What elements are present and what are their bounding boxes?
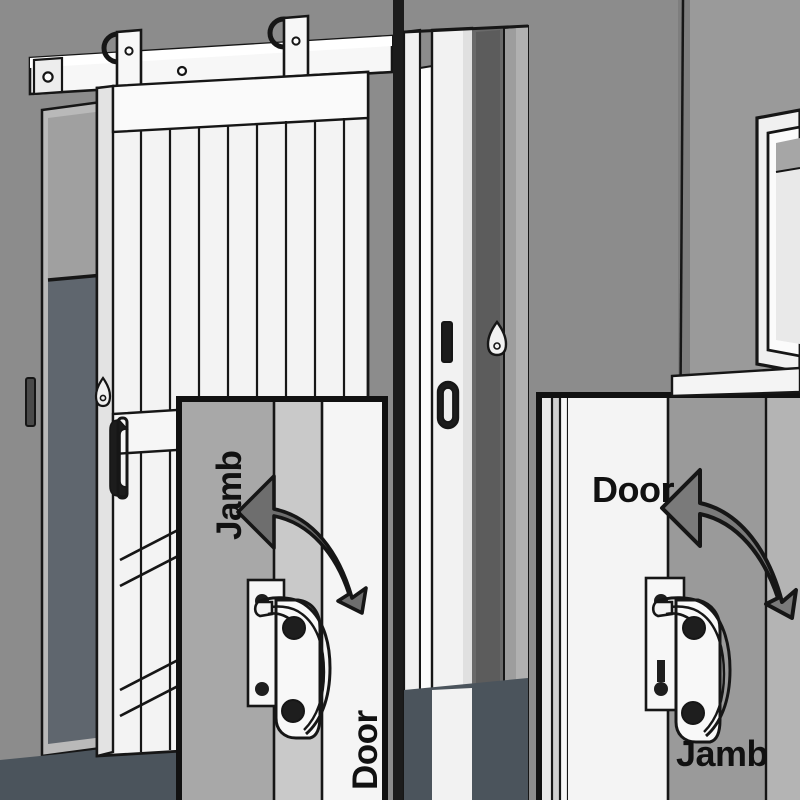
flush-pull-recess	[441, 321, 453, 363]
barn-door-teardrop-latch	[94, 376, 112, 408]
left-bracket-pivot-bottom	[281, 699, 305, 723]
right-inset-panel	[536, 392, 800, 800]
right-arrow-shape	[660, 468, 798, 620]
left-plate-screw-2	[255, 682, 269, 696]
right-inset-stripe-c	[560, 398, 568, 800]
pocket-slab-lower	[432, 688, 472, 800]
right-inset-content	[542, 398, 800, 800]
left-arrow-shape	[236, 474, 368, 615]
right-inset-top-trim	[670, 366, 800, 398]
left-bracket-pivot-top	[282, 616, 306, 640]
picture-frame	[755, 108, 800, 374]
right-inset-stripe-a	[542, 398, 552, 800]
right-inset-door-label: Door	[592, 469, 675, 510]
pocket-jamb-trim-inner	[419, 64, 433, 800]
hanger-bolt-1a	[124, 46, 134, 56]
pocket-cavity-dark	[476, 30, 500, 800]
pocket-door-assembly	[393, 0, 529, 800]
right-bracket-lever-inner	[659, 605, 726, 733]
frame-art-ground	[776, 168, 800, 344]
right-bracket-pivot-bottom	[681, 701, 705, 725]
pocket-door-flush-pull	[441, 321, 453, 363]
left-inset-arrow	[236, 474, 368, 615]
rail-mid-bolt	[176, 65, 188, 77]
left-inset-content	[182, 402, 382, 800]
pocket-door-teardrop-latch	[486, 319, 508, 357]
left-inset-guide-bracket	[253, 596, 332, 740]
barn-door-track-assembly	[28, 14, 394, 136]
floor-left	[0, 742, 160, 800]
pocket-header-line	[403, 24, 529, 34]
pocket-door-reveal-dark	[393, 0, 404, 800]
floor-left2	[160, 740, 176, 800]
frame-art-horizon	[775, 167, 800, 173]
pocket-door-edge-pull	[436, 380, 460, 430]
right-inset-guide-bracket	[651, 596, 732, 744]
left-inset-jamb-label: Jamb	[210, 450, 249, 540]
left-inset-door-label: Door	[346, 710, 385, 790]
barn-door-top-rail	[111, 70, 370, 134]
left-bracket-lever-outer	[257, 596, 332, 736]
right-bracket-lever-outer	[655, 596, 732, 738]
right-plate-slot	[657, 660, 665, 682]
barn-door-edge	[95, 84, 115, 758]
barn-door-pull-handle	[109, 416, 129, 500]
pocket-right-jamb-hilite	[516, 26, 528, 800]
pocket-jamb-trim-outer	[402, 28, 422, 800]
right-inset-stripe-b	[552, 398, 560, 800]
frame-art-sky	[776, 138, 800, 172]
wall-switch-plate	[25, 377, 36, 427]
right-inset-arrow	[660, 468, 798, 620]
rail-end-bolt	[42, 71, 54, 83]
right-bracket-pivot-top	[682, 616, 706, 640]
right-top-trim	[670, 366, 800, 398]
pocket-door-slab-shade	[463, 28, 472, 800]
left-inset-panel	[176, 396, 388, 800]
floor-shadow	[0, 740, 176, 800]
left-bracket-lever-inner	[261, 605, 326, 731]
hanger-bolt-2a	[291, 36, 301, 46]
right-inset-jamb-label: Jamb	[676, 733, 769, 774]
right-plate-screw-2	[654, 682, 668, 696]
